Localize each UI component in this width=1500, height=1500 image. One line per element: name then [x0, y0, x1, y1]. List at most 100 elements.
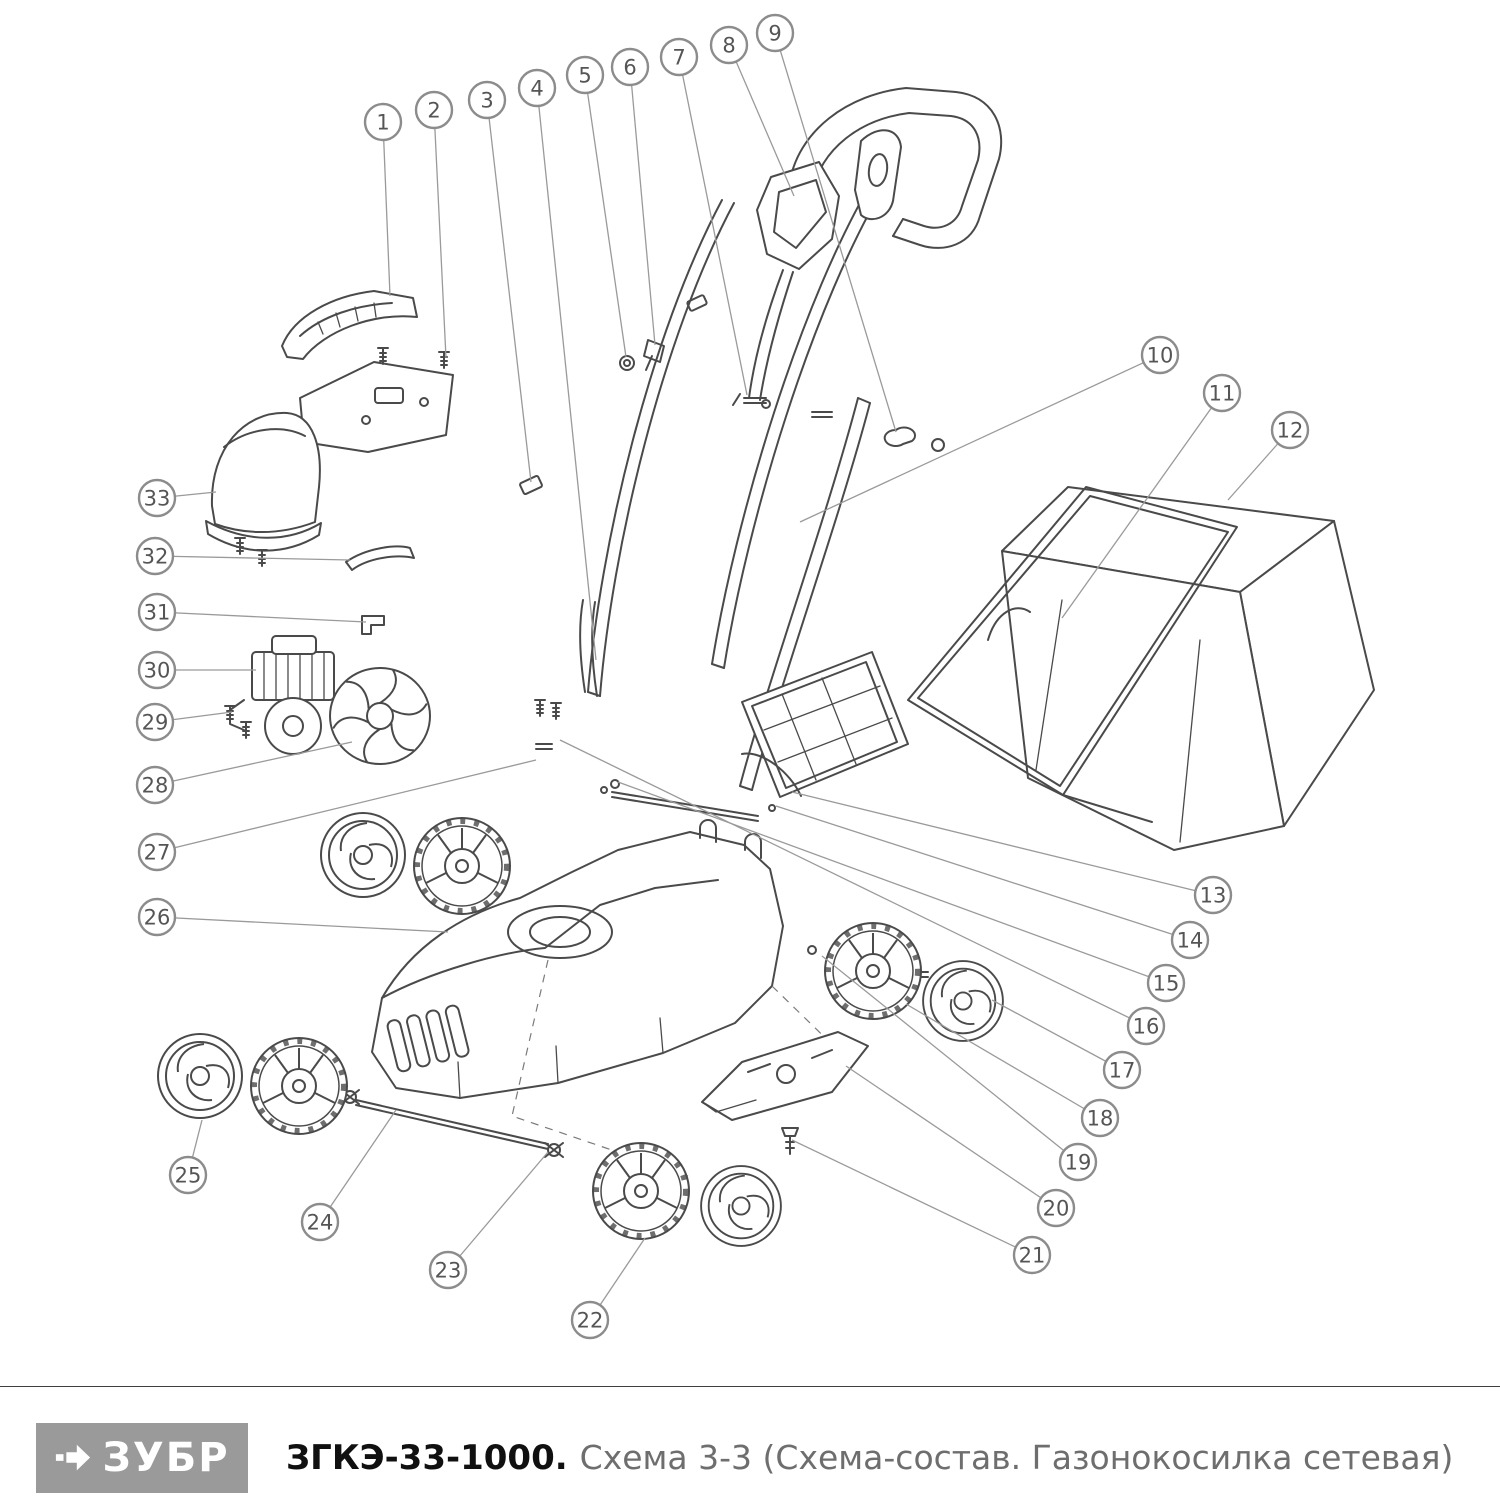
- grass-catcher-bag: [1001, 486, 1375, 851]
- callout-16: 16: [559, 739, 1166, 1046]
- small-fasteners-top: [519, 294, 945, 496]
- svg-text:24: 24: [307, 1211, 334, 1235]
- callout-28: 28: [135, 741, 353, 805]
- callout-14: 14: [775, 805, 1210, 960]
- front-axle-rod: [340, 1089, 564, 1158]
- svg-text:26: 26: [144, 906, 171, 930]
- svg-text:15: 15: [1153, 972, 1180, 996]
- svg-text:10: 10: [1147, 344, 1174, 368]
- power-cable: [748, 269, 794, 401]
- svg-text:9: 9: [768, 22, 781, 46]
- rear-door-panel: [741, 651, 909, 798]
- svg-text:20: 20: [1043, 1197, 1070, 1221]
- footer: ЗУБР ЗГКЭ-33-1000. Схема 3-3 (Схема-соста…: [36, 1420, 1464, 1496]
- callout-18: 18: [905, 1003, 1120, 1138]
- carry-handle-part: [281, 290, 418, 360]
- callout-6: 6: [610, 47, 656, 346]
- svg-text:6: 6: [623, 56, 636, 80]
- svg-text:7: 7: [672, 46, 685, 70]
- svg-text:27: 27: [144, 841, 171, 865]
- svg-text:17: 17: [1109, 1059, 1136, 1083]
- rear-axle-and-rod: [600, 752, 802, 822]
- callout-29: 29: [135, 702, 233, 742]
- svg-text:30: 30: [144, 659, 171, 683]
- motor-cover-assembly: [205, 290, 454, 567]
- motor-assembly: [224, 635, 355, 755]
- wheel-pair-bottom: [593, 1143, 782, 1247]
- callout-8: 8: [709, 25, 795, 197]
- callout-21: 21: [791, 1139, 1052, 1275]
- top-cover-part: [299, 361, 454, 453]
- callout-19: 19: [821, 955, 1098, 1182]
- svg-text:8: 8: [722, 34, 735, 58]
- upper-handle-assembly: [748, 87, 1003, 401]
- callout-24: 24: [300, 1109, 397, 1242]
- svg-text:14: 14: [1177, 929, 1204, 953]
- wheel-pair-left: [157, 1033, 347, 1134]
- callout-20: 20: [845, 1065, 1076, 1228]
- callout-2: 2: [414, 90, 454, 359]
- callout-27: 27: [137, 759, 537, 872]
- blade-bolt: [781, 1127, 799, 1155]
- alignment-dash-line-2: [771, 985, 847, 1059]
- svg-text:29: 29: [142, 711, 169, 735]
- svg-text:16: 16: [1133, 1015, 1160, 1039]
- small-bracket-part: [361, 615, 385, 635]
- svg-text:4: 4: [530, 77, 543, 101]
- zubr-logo: ЗУБР: [36, 1423, 248, 1493]
- callout-30: 30: [137, 650, 256, 690]
- motor-dome-part: [210, 411, 321, 534]
- schema-description: Схема 3-3 (Схема-состав. Газонокосилка с…: [579, 1438, 1454, 1477]
- svg-text:5: 5: [578, 64, 591, 88]
- svg-text:12: 12: [1277, 419, 1304, 443]
- grass-catcher-frame: [907, 486, 1238, 823]
- svg-text:11: 11: [1209, 382, 1236, 406]
- callout-3: 3: [467, 80, 532, 483]
- svg-text:13: 13: [1200, 884, 1227, 908]
- wheel-pair-front-left: [320, 812, 510, 914]
- callout-5: 5: [565, 55, 627, 358]
- callout-13: 13: [791, 791, 1233, 915]
- brand-name: ЗУБР: [102, 1435, 230, 1481]
- callout-22: 22: [570, 1237, 646, 1340]
- callout-23: 23: [428, 1151, 549, 1290]
- svg-text:1: 1: [376, 111, 389, 135]
- svg-text:28: 28: [142, 774, 169, 798]
- model-number: ЗГКЭ-33-1000.: [286, 1438, 568, 1478]
- svg-text:33: 33: [144, 487, 171, 511]
- callout-9: 9: [755, 13, 897, 433]
- callout-12: 12: [1227, 410, 1310, 501]
- callout-15: 15: [617, 781, 1186, 1003]
- wheel-pair-right: [825, 923, 1004, 1042]
- callout-25: 25: [168, 1119, 208, 1195]
- mower-deck: [371, 819, 784, 1099]
- switch-housing: [756, 161, 840, 270]
- callout-4: 4: [517, 68, 597, 661]
- svg-text:31: 31: [144, 601, 171, 625]
- svg-text:22: 22: [577, 1309, 604, 1333]
- svg-text:18: 18: [1087, 1107, 1114, 1131]
- callout-26: 26: [137, 897, 449, 937]
- fan-impeller: [329, 667, 431, 765]
- svg-text:21: 21: [1019, 1244, 1046, 1268]
- svg-text:3: 3: [480, 89, 493, 113]
- callout-11: 11: [1061, 373, 1242, 619]
- svg-text:23: 23: [435, 1259, 462, 1283]
- callout-17: 17: [991, 999, 1142, 1090]
- callout-33: 33: [137, 478, 217, 518]
- zubr-arrow-icon: [56, 1444, 91, 1471]
- svg-text:25: 25: [175, 1164, 202, 1188]
- svg-text:2: 2: [427, 99, 440, 123]
- svg-text:19: 19: [1065, 1151, 1092, 1175]
- cover-strip-part: [345, 545, 415, 571]
- handle-grip-lever: [854, 129, 902, 221]
- footer-divider: [0, 1386, 1500, 1387]
- callout-31: 31: [137, 592, 367, 632]
- cutting-blade: [701, 1031, 869, 1121]
- svg-text:32: 32: [142, 545, 169, 569]
- deck-screws: [534, 699, 562, 750]
- callout-32: 32: [135, 536, 351, 576]
- deck-vents: [386, 1004, 470, 1073]
